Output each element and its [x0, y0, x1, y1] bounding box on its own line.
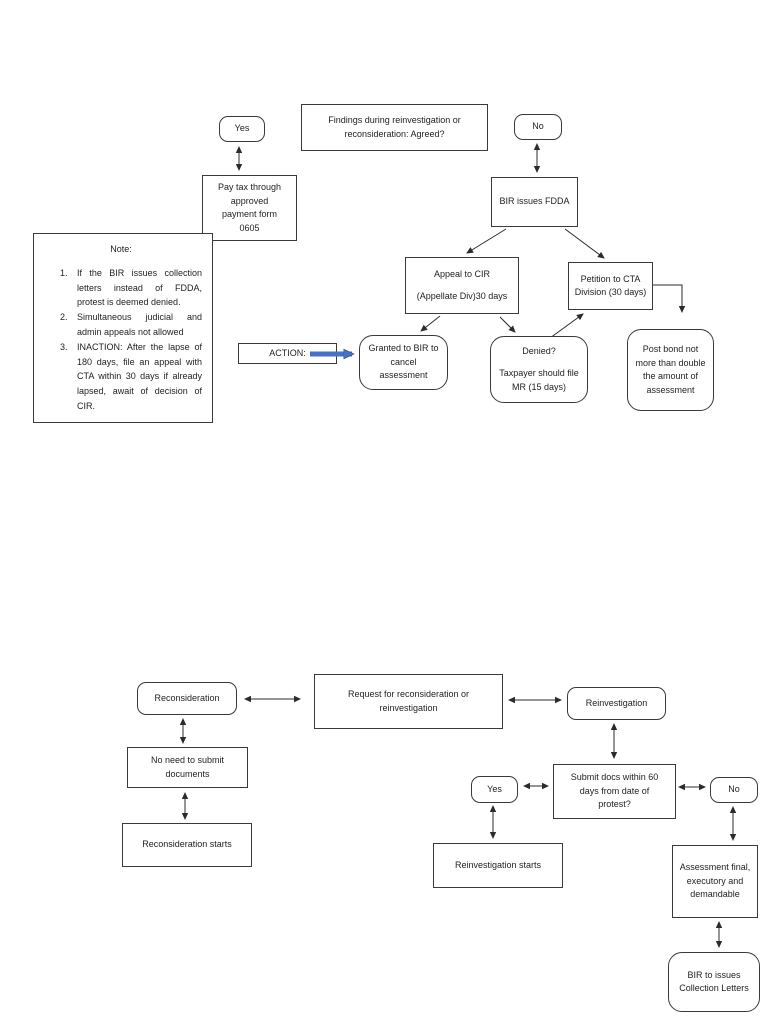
- assessment-final-node: Assessment final, executory and demandab…: [672, 845, 758, 918]
- granted-to-bir-node: Granted to BIR to cancel assessment: [359, 335, 448, 390]
- post-bond-node: Post bond not more than double the amoun…: [627, 329, 714, 411]
- arrow-fdda-petition: [564, 228, 605, 259]
- arrow-appeal-granted: [420, 315, 441, 332]
- note-item: 3. INACTION: After the lapse of 180 days…: [60, 340, 202, 414]
- note-box: Note: 1. If the BIR issues collection le…: [33, 233, 213, 423]
- yes-decision-node: Yes: [219, 116, 265, 142]
- note-item-number: 1.: [60, 267, 68, 278]
- appeal-to-cir-node: Appeal to CIR (Appellate Div)30 days: [405, 257, 519, 314]
- note-item: 1. If the BIR issues collection letters …: [60, 266, 202, 310]
- arrow-appeal-denied: [499, 316, 516, 333]
- appeal-line2: (Appellate Div)30 days: [416, 291, 508, 301]
- petition-to-cta-node: Petition to CTA Division (30 days): [568, 262, 653, 310]
- submit-docs-node: Submit docs within 60 days from date of …: [553, 764, 676, 819]
- note-item-text: If the BIR issues collection letters ins…: [77, 267, 202, 308]
- bir-issues-fdda-node: BIR issues FDDA: [491, 177, 578, 227]
- no-decision-node: No: [514, 114, 562, 140]
- findings-question-node: Findings during reinvestigation or recon…: [301, 104, 488, 151]
- note-item-number: 3.: [60, 341, 68, 352]
- appeal-line1: Appeal to CIR: [433, 268, 491, 279]
- reinvestigation-node: Reinvestigation: [567, 687, 666, 720]
- reconsideration-starts-node: Reconsideration starts: [122, 823, 252, 867]
- pay-tax-node: Pay tax through approved payment form 06…: [202, 175, 297, 241]
- yes-decision-node-bottom: Yes: [471, 776, 518, 803]
- note-item: 2. Simultaneous judicial and admin appea…: [60, 310, 202, 340]
- no-decision-node-bottom: No: [710, 777, 758, 803]
- arrow-fdda-appeal: [466, 228, 507, 254]
- request-node: Request for reconsideration or reinvesti…: [314, 674, 503, 729]
- bir-collection-letters-node: BIR to issues Collection Letters: [668, 952, 760, 1012]
- note-item-text: Simultaneous judicial and admin appeals …: [77, 312, 202, 337]
- note-item-number: 2.: [60, 312, 68, 323]
- reconsideration-node: Reconsideration: [137, 682, 237, 715]
- note-title: Note:: [110, 244, 132, 254]
- note-item-text: INACTION: After the lapse of 180 days, f…: [77, 341, 202, 411]
- arrow-denied-petition: [549, 313, 584, 339]
- no-need-docs-node: No need to submit documents: [127, 747, 248, 788]
- denied-node: Denied? Taxpayer should file MR (15 days…: [490, 336, 588, 403]
- arrow-petition-postbond: [653, 284, 686, 313]
- denied-detail: Taxpayer should file MR (15 days): [499, 368, 579, 392]
- reinvestigation-starts-node: Reinvestigation starts: [433, 843, 563, 888]
- denied-question: Denied?: [522, 345, 556, 356]
